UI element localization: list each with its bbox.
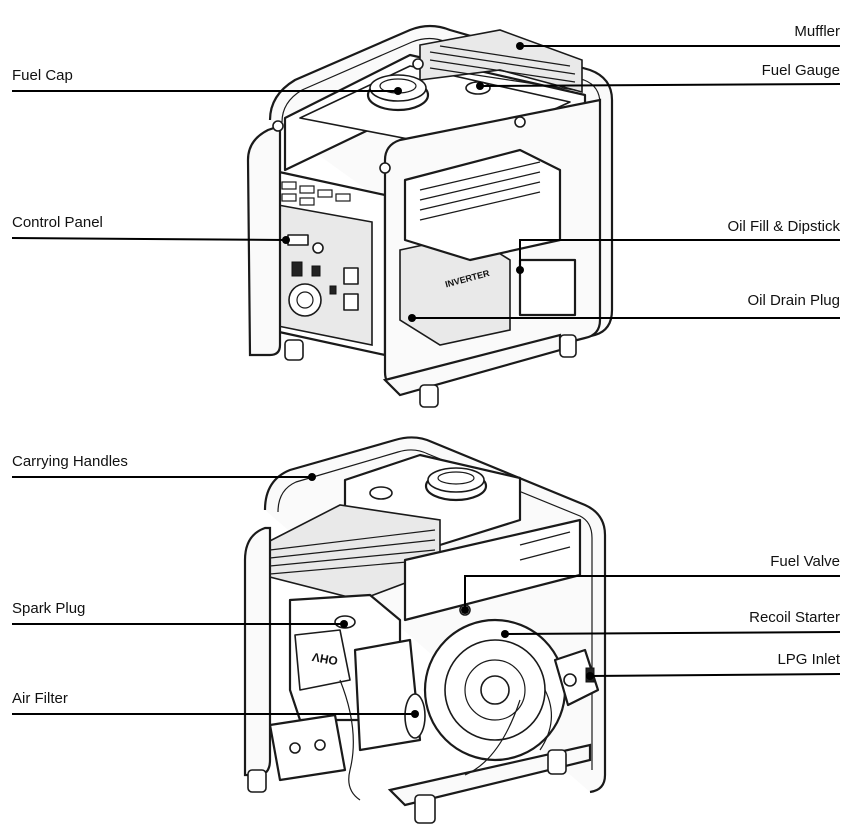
label-oil-drain-plug: Oil Drain Plug [747, 292, 840, 309]
generator-rear-view: OHV [243, 436, 607, 824]
label-air-filter: Air Filter [12, 690, 68, 707]
part-labels: Muffler Fuel Cap Fuel Gauge Control Pane… [12, 23, 841, 707]
label-control-panel: Control Panel [12, 214, 103, 231]
label-spark-plug: Spark Plug [12, 600, 85, 617]
label-muffler: Muffler [794, 23, 840, 40]
label-fuel-gauge: Fuel Gauge [762, 62, 840, 79]
label-fuel-cap: Fuel Cap [12, 67, 73, 84]
ohv-badge: OHV [311, 650, 339, 668]
leader-lines [11, 42, 841, 718]
label-oil-fill-dipstick: Oil Fill & Dipstick [727, 218, 840, 235]
generator-front-view: INVERTER [246, 24, 614, 408]
label-fuel-valve: Fuel Valve [770, 553, 840, 570]
label-recoil-starter: Recoil Starter [749, 609, 840, 626]
label-carrying-handles: Carrying Handles [12, 453, 128, 470]
label-lpg-inlet: LPG Inlet [777, 651, 840, 668]
